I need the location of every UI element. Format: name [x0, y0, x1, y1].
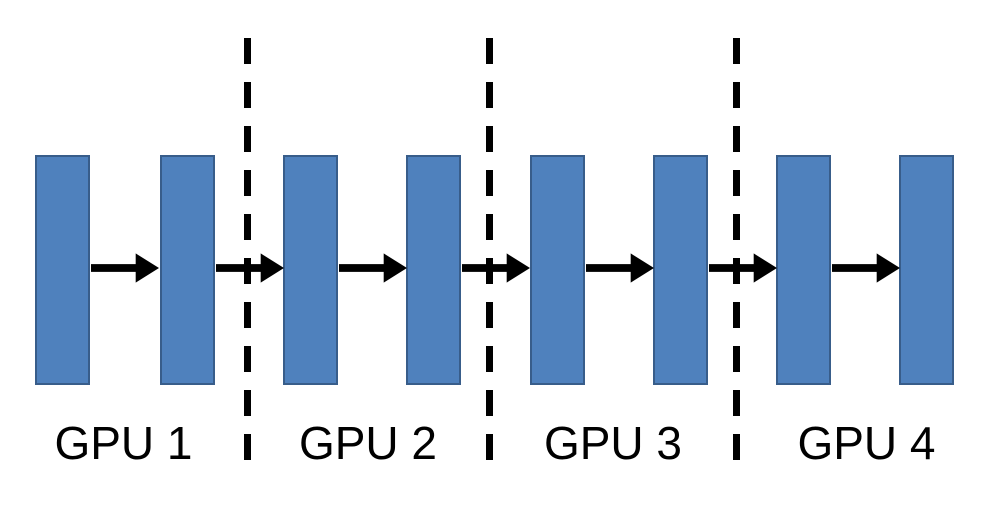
gpu-label: GPU 3 — [543, 417, 683, 469]
layer-block — [35, 155, 90, 385]
gpu-divider — [486, 38, 493, 472]
layer-block — [160, 155, 215, 385]
gpu-divider — [244, 38, 251, 472]
gpu-label: GPU 4 — [797, 417, 936, 469]
arrow-icon — [339, 253, 407, 283]
layer-block — [899, 155, 954, 385]
arrow-icon — [462, 253, 530, 283]
gpu-label: GPU 1 — [54, 417, 193, 469]
arrow-icon — [91, 253, 159, 283]
gpu-divider — [733, 38, 740, 472]
arrow-icon — [586, 253, 654, 283]
layer-block — [283, 155, 338, 385]
arrow-icon — [216, 253, 284, 283]
arrow-icon — [832, 253, 900, 283]
gpu-label: GPU 2 — [298, 417, 438, 469]
layer-block — [776, 155, 831, 385]
arrow-icon — [709, 253, 777, 283]
layer-block — [653, 155, 708, 385]
layer-block — [530, 155, 585, 385]
layer-block — [406, 155, 461, 385]
